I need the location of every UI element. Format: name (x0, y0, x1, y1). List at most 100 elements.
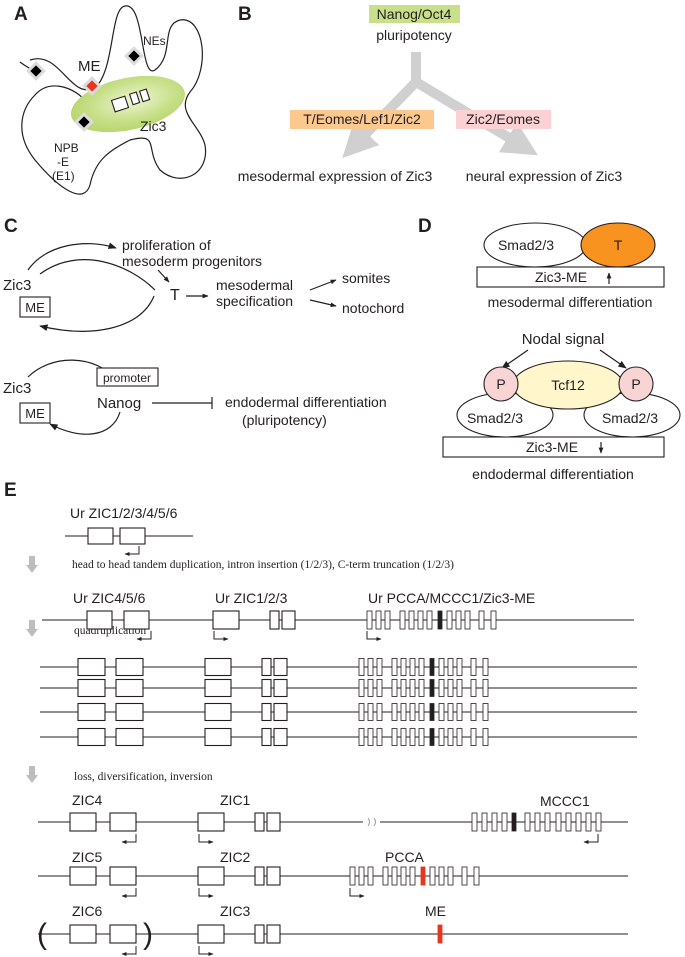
exon-box (376, 728, 383, 746)
arrow-icon (309, 279, 337, 291)
arrow-icon (27, 242, 117, 271)
gene-label: Ur ZIC1/2/3 (215, 590, 288, 606)
zic3-exon (138, 88, 151, 103)
me-label: ME (78, 58, 101, 75)
gene-label: Ur ZIC4/5/6 (73, 590, 146, 606)
exon-box (197, 812, 225, 832)
diamond-marker-icon (26, 61, 46, 81)
exon-box (197, 866, 225, 886)
exon-box (382, 866, 389, 886)
me-marker (437, 924, 443, 944)
exon-box (481, 812, 488, 832)
exon-box (482, 703, 489, 721)
phospho-group (618, 366, 654, 402)
panel-d: D Smad2/3 T Zic3-ME mesodermal different… (418, 216, 681, 482)
me-marker (511, 812, 517, 832)
panel-a: A ME NEs Zic3 NPB -E (E1) (14, 4, 207, 195)
exon-box (426, 610, 433, 630)
diamond-marker-icon (82, 76, 102, 96)
exon-box (544, 812, 551, 832)
exon-box (204, 702, 232, 722)
me-marker (429, 679, 435, 697)
exon-box (400, 866, 407, 886)
zic3-me-label: Zic3-ME (535, 269, 587, 285)
exon-box (261, 657, 272, 677)
exon-box (482, 658, 489, 676)
gene-label: ZIC1 (220, 792, 251, 808)
exon-box (204, 727, 232, 747)
me-marker (429, 728, 435, 746)
exon-box (470, 703, 477, 721)
down-arrow-icon (26, 775, 38, 783)
zic3-exon (110, 95, 130, 113)
exon-box (438, 728, 445, 746)
exon-box (273, 657, 288, 677)
exon-box (447, 703, 454, 721)
endodermal-label: endodermal differentiation (225, 394, 387, 410)
exon-box (204, 678, 232, 698)
exon-box (456, 728, 463, 746)
exon-box (565, 812, 572, 832)
zic3-label: Zic3 (140, 118, 167, 134)
down-arrow-icon (26, 565, 38, 573)
exon-box (358, 866, 365, 886)
exon-box (261, 727, 272, 747)
exon-box (115, 657, 144, 677)
smad-label: Smad2/3 (467, 410, 523, 426)
exon-box (266, 812, 281, 832)
exon-box (575, 812, 582, 832)
me-box (19, 402, 51, 424)
zic3-me-bar (476, 266, 665, 288)
exon-box (438, 703, 445, 721)
proliferation-label: mesoderm progenitors (122, 253, 262, 269)
exon-box (447, 728, 454, 746)
arrow-icon (501, 349, 529, 369)
t-label: T (170, 287, 180, 304)
exon-box (418, 728, 425, 746)
exon-box (261, 678, 272, 698)
panel-b-label: B (238, 4, 252, 25)
exon-box (409, 866, 416, 886)
endo-caption: endodermal differentiation (472, 466, 634, 482)
turn-arrow-icon (213, 631, 229, 641)
nanog-oct4-label: Nanog/Oct4 (377, 6, 452, 22)
exon-box (409, 728, 416, 746)
exon-box (367, 728, 374, 746)
gene-label: ME (425, 903, 446, 919)
exon-box (254, 866, 265, 886)
exon-box (470, 658, 477, 676)
exon-box (456, 679, 463, 697)
arrow-icon (309, 299, 337, 308)
panel-e: E Ur ZIC1/2/3/4/5/6 head to head tandem … (4, 480, 637, 956)
exon-box (438, 658, 445, 676)
nodal-label: Nodal signal (522, 331, 605, 348)
neural-expression-label: neural expression of Zic3 (466, 168, 623, 184)
exon-box (376, 679, 383, 697)
gene-label: Ur PCCA/MCCC1/Zic3-ME (368, 590, 535, 606)
exon-box (77, 657, 106, 677)
exon-box (417, 610, 424, 630)
exon-box (87, 527, 114, 545)
turn-arrow-icon (136, 631, 152, 641)
gene-label: ZIC4 (72, 792, 103, 808)
p-label: P (631, 376, 640, 392)
exon-box (358, 658, 365, 676)
exon-box (473, 866, 480, 886)
exon-box (367, 679, 374, 697)
step-label: loss, diversification, inversion (74, 771, 213, 783)
exon-box (77, 727, 106, 747)
highlight (456, 110, 551, 129)
gene-label: MCCC1 (540, 793, 590, 809)
neural-factors-label: Zic2/Eomes (466, 111, 540, 127)
exon-box (408, 610, 415, 630)
break-mark (367, 817, 376, 827)
exon-box (409, 703, 416, 721)
exon-box (212, 610, 240, 630)
exon-box (391, 728, 398, 746)
panel-e-label: E (4, 480, 17, 501)
exon-box (490, 610, 497, 630)
turn-arrow-icon (121, 946, 137, 956)
arrow-icon (599, 349, 627, 369)
exon-box (123, 610, 150, 630)
exon-box (482, 679, 489, 697)
